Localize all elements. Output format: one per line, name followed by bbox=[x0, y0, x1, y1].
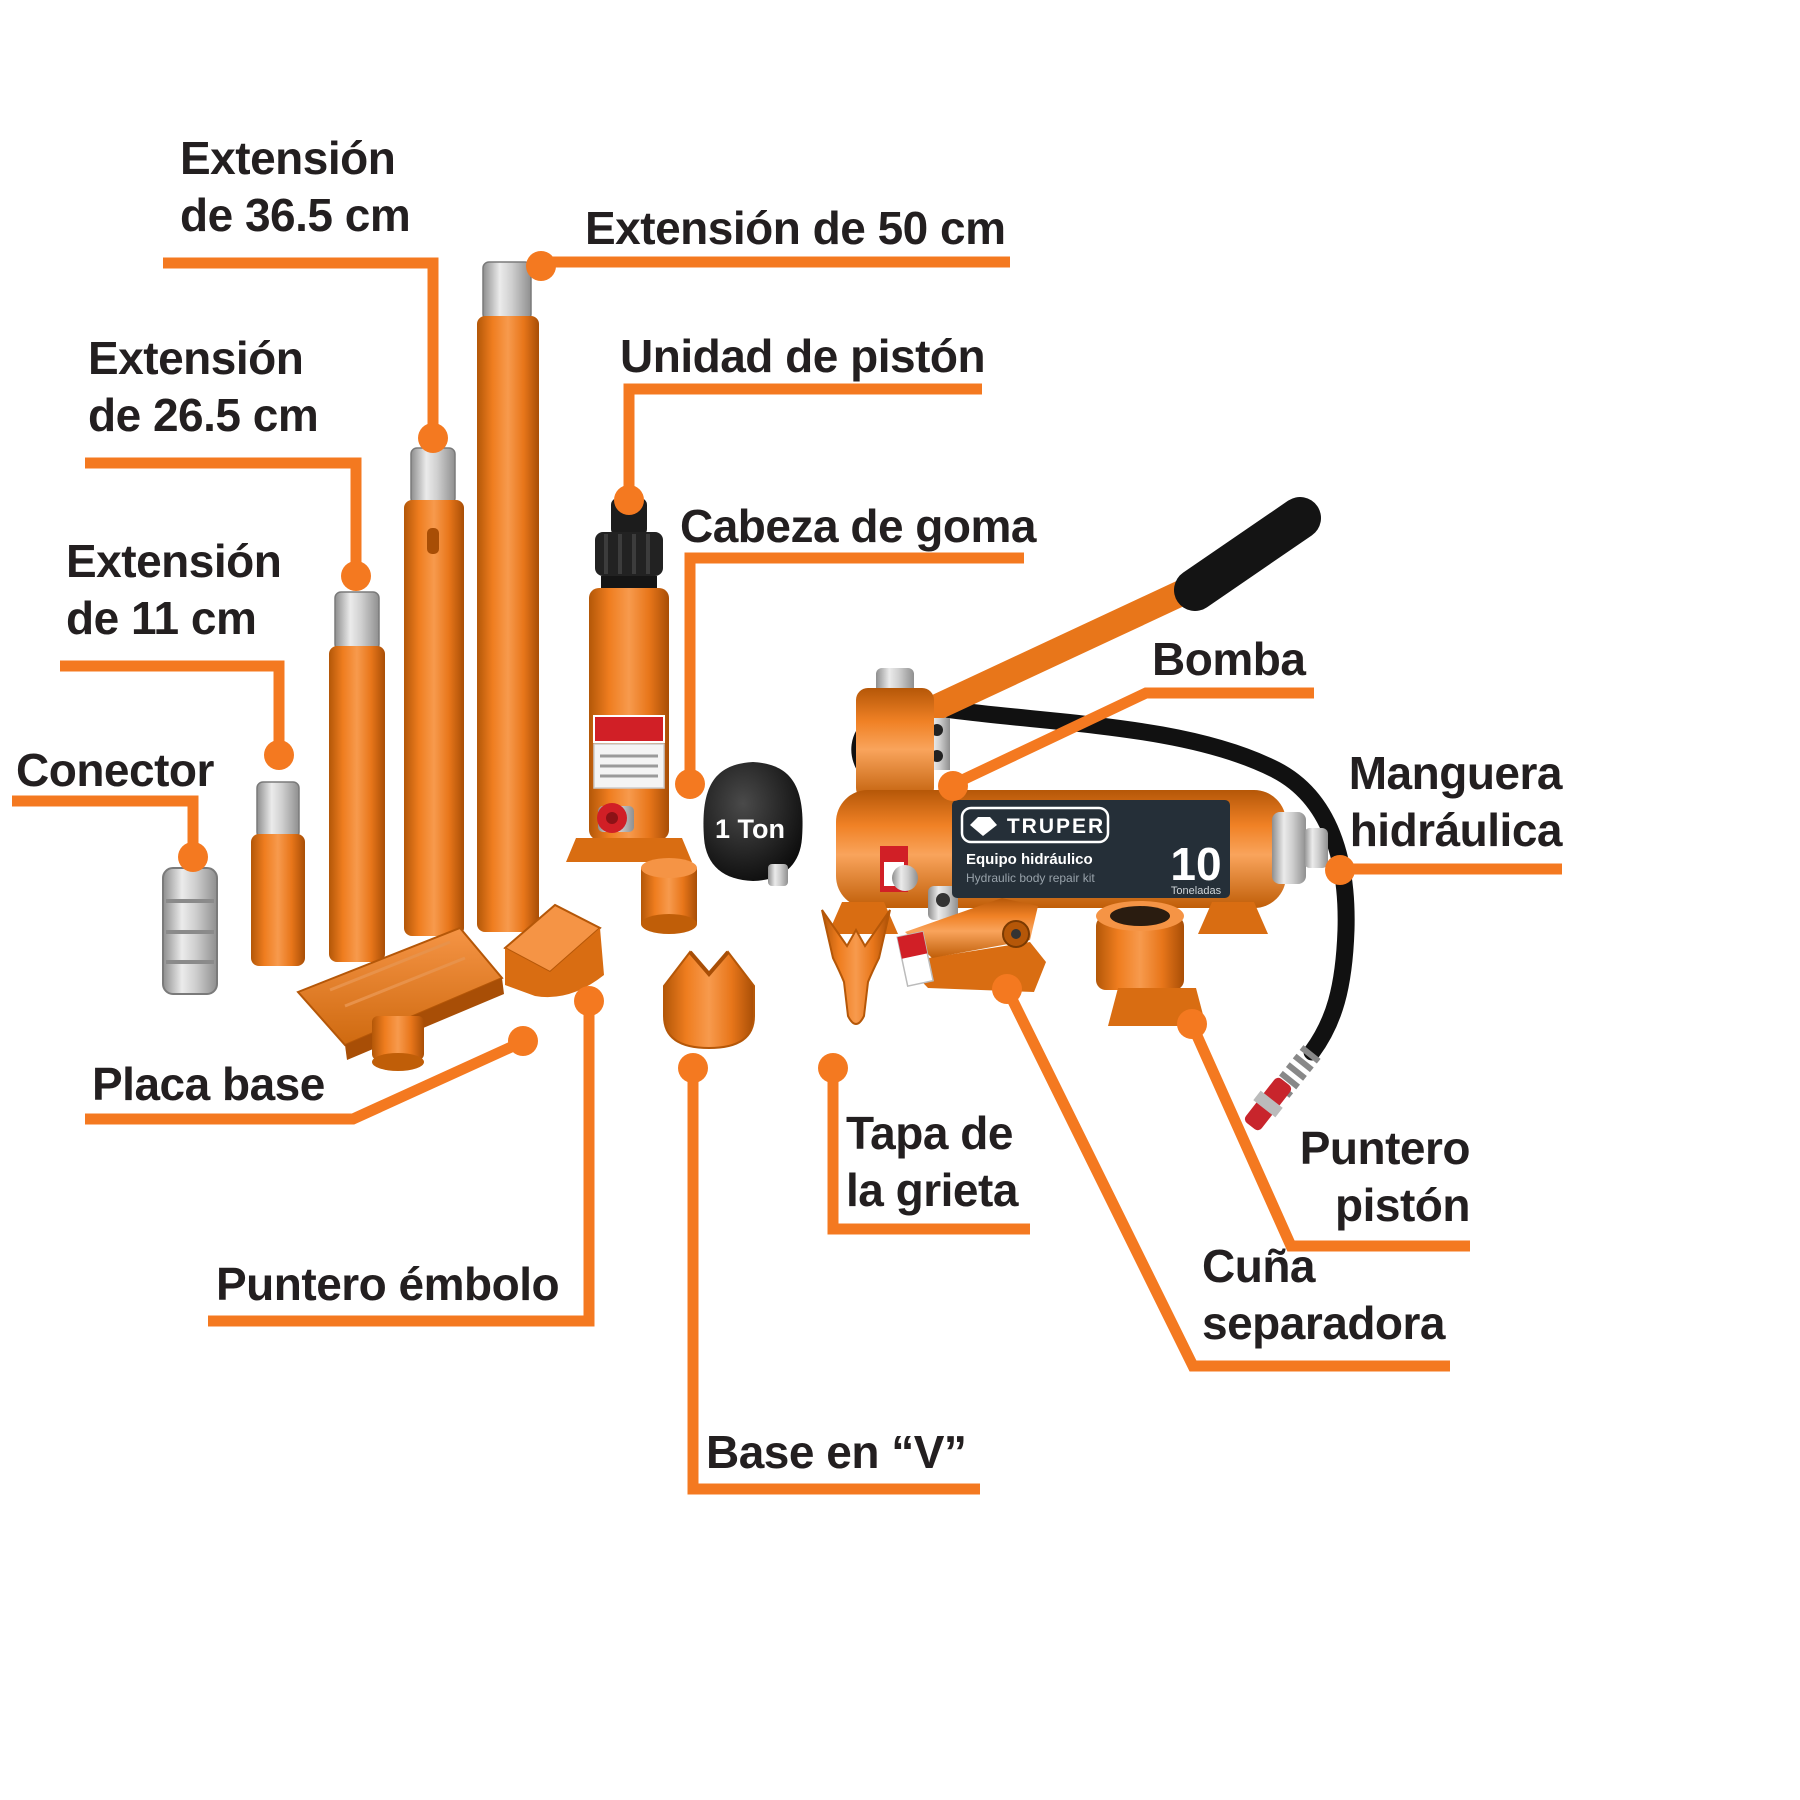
rubber-head-rating-text: 1 Ton bbox=[715, 814, 785, 844]
label-extension-365: Extensión de 36.5 cm bbox=[180, 132, 411, 241]
leader-cuna-separadora bbox=[992, 974, 1450, 1372]
tool-extension-36-5cm bbox=[404, 447, 464, 936]
label-extension-50: Extensión de 50 cm bbox=[585, 202, 1006, 254]
tool-puntero-piston bbox=[1096, 901, 1206, 1026]
leader-placa-base bbox=[85, 1026, 538, 1125]
label-puntero-embolo: Puntero émbolo bbox=[216, 1258, 560, 1310]
leader-manguera bbox=[1325, 855, 1562, 885]
leader-lines bbox=[12, 251, 1562, 1495]
label-cuna-separadora: Cuña separadora bbox=[1202, 1240, 1446, 1349]
leader-puntero-piston bbox=[1177, 1009, 1470, 1252]
leader-extension-265 bbox=[85, 457, 371, 591]
leader-conector bbox=[12, 795, 208, 872]
tool-cabeza-goma: 1 Ton bbox=[703, 762, 803, 886]
pump-handle-shaft bbox=[892, 569, 1218, 735]
leader-extension-50 bbox=[526, 251, 1010, 281]
tool-unidad-piston bbox=[566, 498, 692, 862]
pump-label-band: TRUPER Equipo hidráulico Hydraulic body … bbox=[952, 800, 1230, 898]
leader-cabeza-goma bbox=[675, 552, 1024, 799]
label-extension-265: Extensión de 26.5 cm bbox=[88, 332, 319, 441]
label-cabeza-goma: Cabeza de goma bbox=[680, 500, 1037, 552]
leader-unidad-piston bbox=[614, 383, 982, 515]
label-extension-11: Extensión de 11 cm bbox=[66, 535, 282, 644]
label-placa-base: Placa base bbox=[92, 1058, 325, 1110]
tool-small-head bbox=[641, 858, 697, 934]
capacity-value: 10 bbox=[1170, 838, 1221, 890]
product-title-en: Hydraulic body repair kit bbox=[966, 871, 1095, 885]
leader-bomba bbox=[938, 687, 1314, 801]
leader-puntero-embolo bbox=[208, 986, 604, 1327]
leader-extension-365 bbox=[163, 257, 448, 453]
leader-extension-11 bbox=[60, 660, 294, 770]
label-base-v: Base en “V” bbox=[706, 1426, 967, 1478]
tool-placa-base bbox=[296, 926, 504, 1071]
brand-text: TRUPER bbox=[1007, 815, 1105, 838]
tool-puntero-embolo bbox=[503, 903, 604, 998]
truper-logo: TRUPER bbox=[960, 806, 1110, 844]
tool-cuna-separadora bbox=[896, 898, 1046, 992]
label-bomba: Bomba bbox=[1152, 633, 1306, 685]
tool-extension-11cm bbox=[251, 781, 305, 966]
label-puntero-piston: Puntero pistón bbox=[1299, 1122, 1471, 1231]
tool-tapa-grieta bbox=[821, 909, 891, 1025]
label-unidad-piston: Unidad de pistón bbox=[620, 330, 986, 382]
tool-extension-50cm bbox=[477, 261, 539, 932]
truper-diamond-icon bbox=[970, 817, 997, 836]
tool-base-v bbox=[663, 950, 755, 1050]
pump-handle-grip bbox=[1174, 497, 1321, 611]
hose-red-coupler bbox=[1244, 1077, 1292, 1131]
spreader-warning-sticker bbox=[896, 930, 935, 988]
tool-bomba: TRUPER Equipo hidráulico Hydraulic body … bbox=[828, 497, 1328, 934]
capacity-unit: Toneladas bbox=[1171, 885, 1222, 897]
leader-tapa-grieta bbox=[818, 1053, 1030, 1235]
label-manguera-hidraulica: Manguera hidráulica bbox=[1348, 747, 1563, 856]
product-title-es: Equipo hidráulico bbox=[966, 851, 1093, 868]
leader-base-v bbox=[678, 1053, 980, 1495]
tool-conector bbox=[162, 867, 218, 995]
tool-extension-26-5cm bbox=[329, 591, 385, 962]
label-tapa-grieta: Tapa de la grieta bbox=[846, 1107, 1018, 1216]
label-conector: Conector bbox=[16, 744, 214, 796]
